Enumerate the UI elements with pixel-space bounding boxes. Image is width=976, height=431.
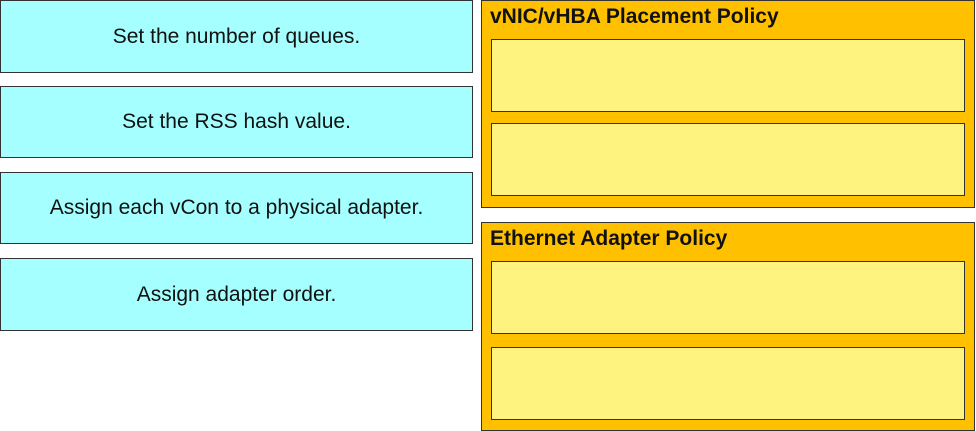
drop-slot[interactable] [491, 123, 965, 196]
drag-item-rss-hash[interactable]: Set the RSS hash value. [0, 86, 473, 158]
drag-item-number-of-queues[interactable]: Set the number of queues. [0, 0, 473, 73]
item-label: Assign adapter order. [136, 282, 337, 306]
drop-slot[interactable] [491, 347, 965, 420]
drop-slot[interactable] [491, 39, 965, 112]
item-label: Set the RSS hash value. [122, 110, 351, 133]
drop-slot[interactable] [491, 261, 965, 334]
target-panel-placement-policy: vNIC/vHBA Placement Policy [481, 0, 975, 208]
item-label: Set the number of queues. [112, 24, 361, 48]
target-panel-ethernet-adapter-policy: Ethernet Adapter Policy [481, 222, 975, 431]
panel-title: Ethernet Adapter Policy [490, 227, 728, 250]
item-label: Assign each vCon to a physical adapter. [49, 196, 424, 219]
drag-item-assign-vcon[interactable]: Assign each vCon to a physical adapter. [0, 172, 473, 244]
panel-title: vNIC/vHBA Placement Policy [490, 5, 779, 28]
drag-item-adapter-order[interactable]: Assign adapter order. [0, 258, 473, 331]
